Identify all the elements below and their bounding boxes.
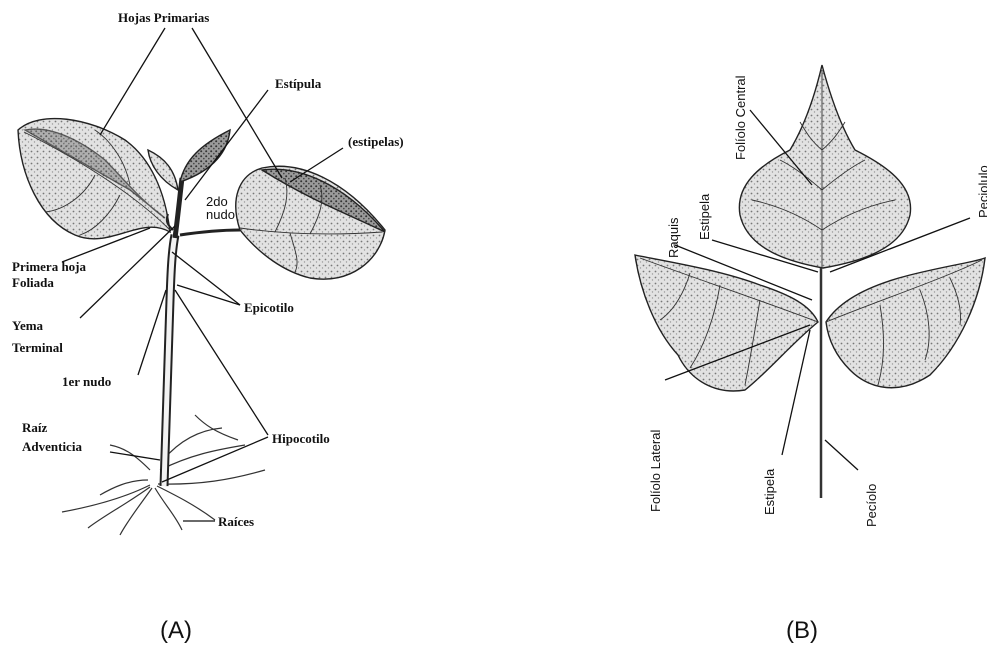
panel-a: Hojas Primarias Estípula (estipelas) 2do… [12, 10, 404, 644]
label-2do-nudo-line2: nudo [206, 207, 235, 222]
label-epicotilo: Epicotilo [244, 300, 294, 315]
label-yema-line1: Yema [12, 318, 44, 333]
label-peciolo: Pecíolo [864, 484, 879, 527]
right-primary-leaf [167, 166, 385, 279]
label-estipula: Estípula [275, 76, 322, 91]
panel-b: Folíolo Central Raquis Estipela Peciolul… [635, 65, 987, 644]
label-primera-hoja-line1: Primera hoja [12, 259, 87, 274]
label-primera-hoja-line2: Foliada [12, 275, 54, 290]
label-1er-nudo: 1er nudo [62, 374, 111, 389]
left-primary-leaf [18, 119, 170, 239]
caption-a: (A) [160, 617, 192, 644]
label-estipela-bottom: Estipela [762, 468, 777, 515]
label-raiz-line1: Raíz [22, 420, 48, 435]
label-foliolo-lateral: Folíolo Lateral [648, 430, 663, 512]
label-raquis: Raquis [666, 217, 681, 258]
label-raiz-line2: Adventicia [22, 439, 82, 454]
left-lateral-leaflet [635, 255, 818, 391]
first-trifoliate-leaf [148, 130, 230, 190]
label-hipocotilo: Hipocotilo [272, 431, 330, 446]
caption-b: (B) [786, 617, 818, 644]
label-foliolo-central: Folíolo Central [733, 75, 748, 160]
label-raices: Raíces [218, 514, 254, 529]
label-yema-line2: Terminal [12, 340, 63, 355]
label-estipela-top: Estipela [697, 193, 712, 240]
label-estipelas: (estipelas) [348, 134, 404, 149]
central-leaflet [739, 65, 910, 268]
right-lateral-leaflet [826, 258, 985, 388]
label-hojas-primarias: Hojas Primarias [118, 10, 209, 25]
label-peciolulo: Peciolulo [976, 165, 987, 218]
